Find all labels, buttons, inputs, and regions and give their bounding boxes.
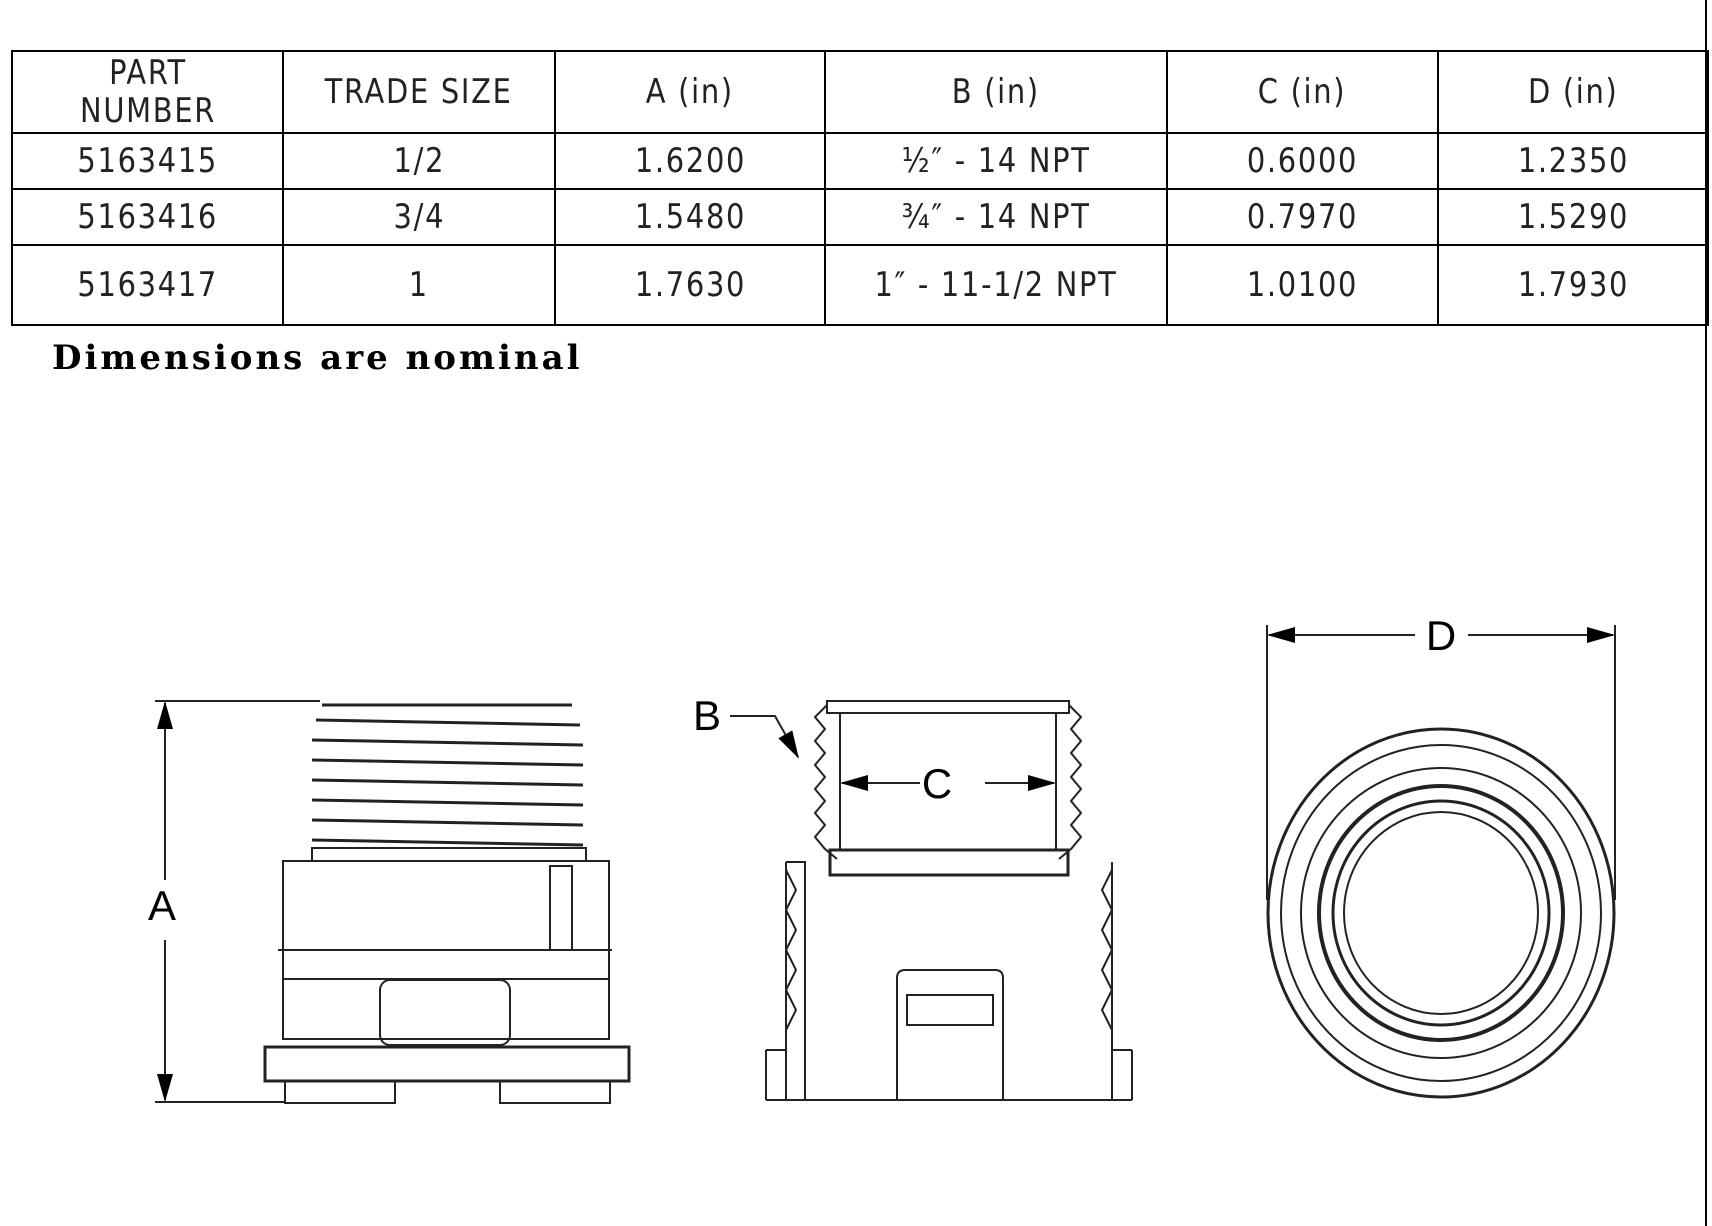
drawing-border [1705,0,1707,1226]
cell-d: 1.5290 [1437,188,1709,246]
cell-d: 1.2350 [1437,132,1709,190]
dimension-c-label: C [922,760,952,807]
cell-part-number: 5163416 [11,188,284,246]
end-view [1266,625,1616,1099]
table-row: 5163415 1/2 1.6200 ½″ - 14 NPT 0.6000 1.… [11,132,1709,190]
dimension-a-label: A [148,882,176,929]
header-c: C (in) [1166,50,1439,134]
table-header-row: PART NUMBER TRADE SIZE A (in) B (in) C (… [11,50,1709,134]
header-b: B (in) [824,50,1168,134]
cell-part-number: 5163417 [11,244,284,326]
cell-b: ½″ - 14 NPT [824,132,1168,190]
cell-b: ¾″ - 14 NPT [824,188,1168,246]
header-d: D (in) [1437,50,1709,134]
cell-trade-size: 3/4 [282,188,556,246]
header-a: A (in) [554,50,826,134]
cell-c: 0.7970 [1166,188,1439,246]
cell-d: 1.7930 [1437,244,1709,326]
dimensions-table: PART NUMBER TRADE SIZE A (in) B (in) C (… [11,50,1709,326]
dimension-d-label: D [1426,612,1456,659]
cell-c: 1.0100 [1166,244,1439,326]
side-view [155,700,631,1104]
cell-a: 1.7630 [554,244,826,326]
cell-a: 1.5480 [554,188,826,246]
cell-a: 1.6200 [554,132,826,190]
header-part-number: PART NUMBER [11,50,284,134]
table-row: 5163417 1 1.7630 1″ - 11-1/2 NPT 1.0100 … [11,244,1709,326]
dimensions-note: Dimensions are nominal [52,338,583,378]
header-trade-size: TRADE SIZE [282,50,556,134]
cell-c: 0.6000 [1166,132,1439,190]
cell-trade-size: 1/2 [282,132,556,190]
dimension-b-label: B [693,692,721,739]
cell-b: 1″ - 11-1/2 NPT [824,244,1168,326]
table-row: 5163416 3/4 1.5480 ¾″ - 14 NPT 0.7970 1.… [11,188,1709,246]
section-view [730,700,1133,1101]
cell-trade-size: 1 [282,244,556,326]
cell-part-number: 5163415 [11,132,284,190]
